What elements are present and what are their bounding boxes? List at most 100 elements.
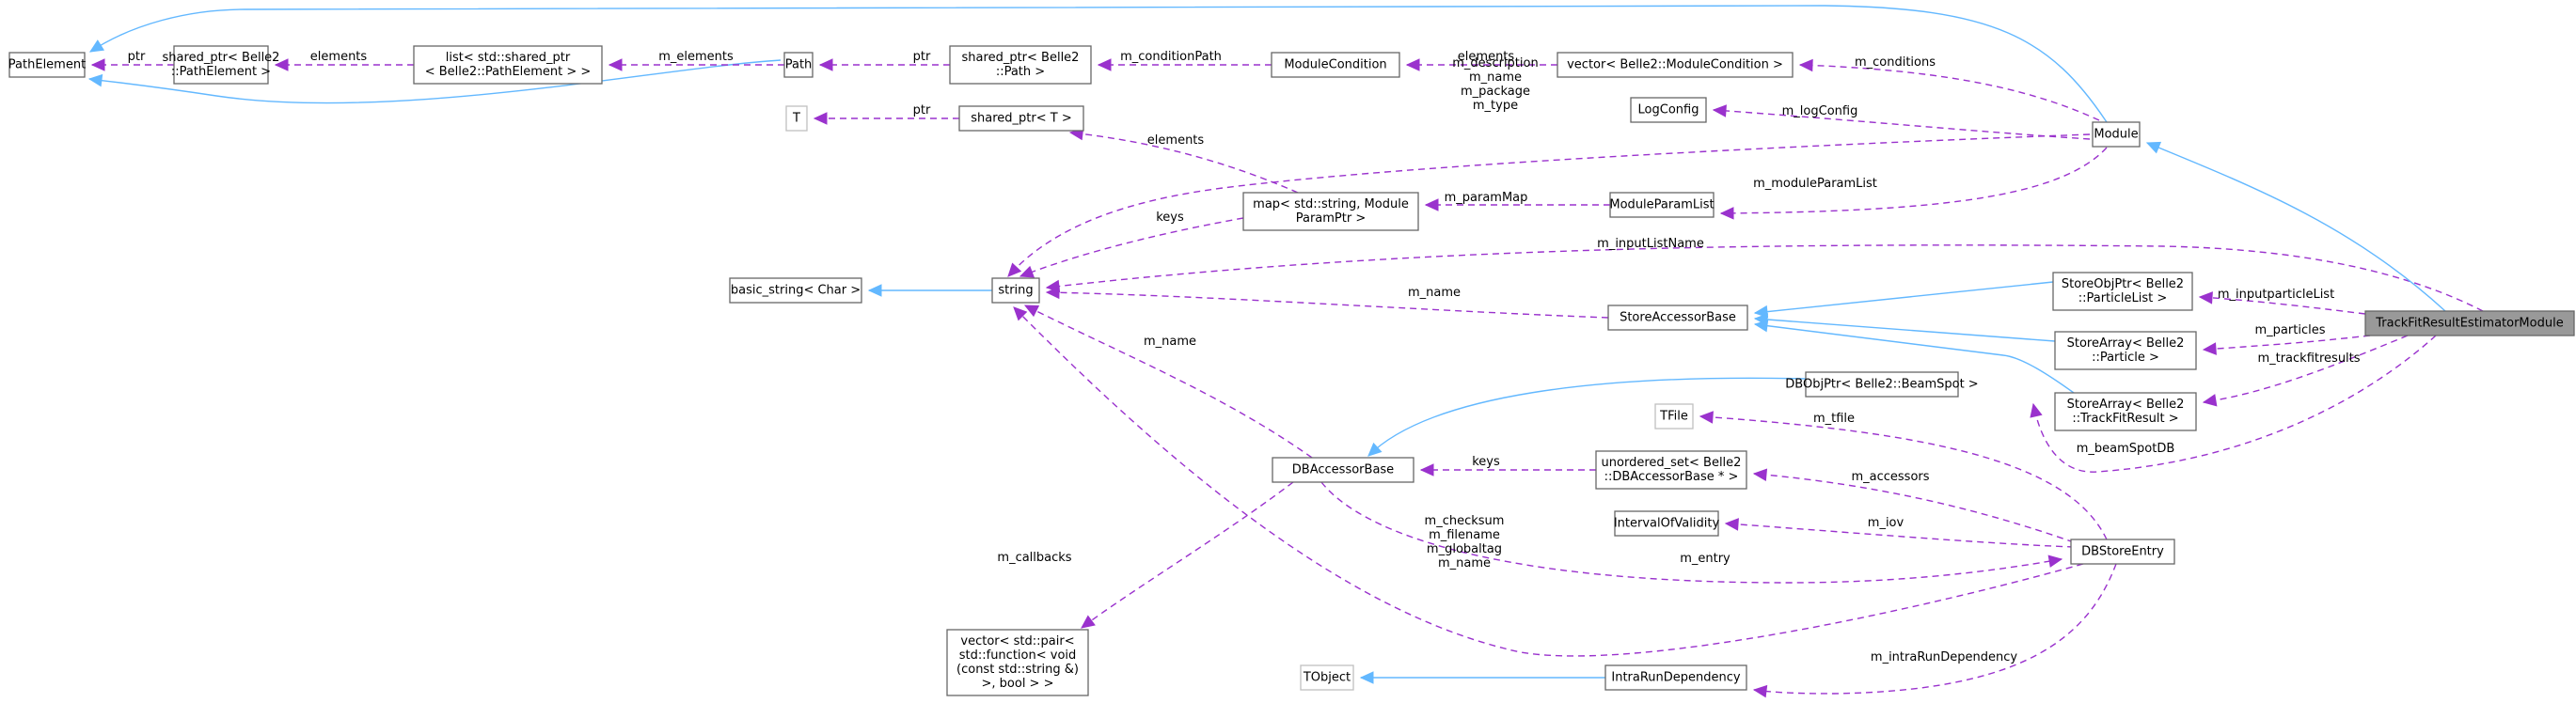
node-label: DBObjPtr< Belle2::BeamSpot > (1785, 378, 1978, 392)
class-node-storearray-p[interactable]: StoreArray< Belle2::Particle > (2054, 331, 2197, 370)
class-node-pathelement[interactable]: PathElement (8, 52, 86, 78)
inheritance-edge (1754, 323, 2075, 394)
usage-arrowhead (2202, 342, 2217, 355)
node-box (785, 105, 808, 132)
node-label: IntraRunDependency (1611, 671, 1741, 685)
edge-label: m_filename (1429, 528, 1500, 542)
class-node-sp-t[interactable]: shared_ptr< T > (958, 105, 1084, 132)
usage-arrowhead (1752, 684, 1768, 698)
node-box (2054, 392, 2197, 431)
edge-unordered_set-to-DBAccessorBase (1419, 463, 1596, 476)
node-box (2092, 121, 2141, 148)
class-node-sp-pathelement[interactable]: shared_ptr< Belle2::PathElement > (163, 45, 280, 85)
usage-arrowhead (813, 112, 828, 125)
class-node-dbstoreentry[interactable]: DBStoreEntry (2070, 539, 2175, 565)
inheritance-arrowhead (867, 284, 882, 297)
class-node-storearray-tfr[interactable]: StoreArray< Belle2::TrackFitResult > (2054, 392, 2197, 431)
node-box (2054, 331, 2197, 370)
usage-arrowhead (1007, 262, 1022, 277)
usage-edge (1007, 133, 2091, 277)
edge-label: m_beamSpotDB (2077, 442, 2175, 456)
edge-sp_T-to-T (813, 112, 959, 125)
class-node-logconfig[interactable]: LogConfig (1630, 97, 1707, 123)
usage-arrowhead (1699, 411, 1714, 424)
class-node-string[interactable]: string (991, 277, 1040, 304)
usage-edge (1725, 523, 2075, 548)
class-node-trackfitresultestimatormodule: TrackFitResultEstimatorModule (2364, 310, 2575, 336)
node-label: map< std::string, Module (1253, 197, 1409, 211)
node-box (729, 277, 862, 304)
inheritance-arrowhead (2145, 141, 2162, 154)
edge-label: ptr (913, 103, 931, 117)
edge-label: ptr (913, 50, 931, 64)
class-node-intrarundependency[interactable]: IntraRunDependency (1604, 664, 1747, 691)
edge-Module-to-vec_ModuleCondition (1798, 58, 2100, 121)
class-node-moduleparamlist[interactable]: ModuleParamList (1609, 192, 1715, 218)
class-node-tfile[interactable]: TFile (1654, 403, 1694, 430)
node-label: TObject (1303, 671, 1351, 685)
edge-label: m_tfile (1813, 412, 1855, 426)
usage-arrowhead (1019, 265, 1035, 278)
class-node-list-sp[interactable]: list< std::shared_ptr< Belle2::PathEleme… (413, 45, 603, 85)
node-label: DBAccessorBase (1292, 463, 1394, 477)
usage-arrowhead (274, 58, 289, 71)
node-label: StoreObjPtr< Belle2 (2062, 277, 2184, 291)
usage-edge (1013, 306, 2084, 657)
edge-string-to-basic_string (867, 284, 992, 297)
class-node-vec-modulecondition[interactable]: vector< Belle2::ModuleCondition > (1557, 52, 1794, 78)
class-node-storeobjptr-pl[interactable]: StoreObjPtr< Belle2::ParticleList > (2052, 272, 2193, 311)
inheritance-edge (2146, 142, 2446, 312)
edge-label: m_moduleParamList (1753, 177, 1877, 191)
node-box (1614, 510, 1719, 537)
usage-arrowhead (90, 58, 105, 71)
edge-list_sp-to-sp_PathElement (274, 58, 414, 71)
class-node-sp-path[interactable]: shared_ptr< Belle2::Path > (949, 45, 1092, 85)
usage-arrowhead (2047, 555, 2063, 568)
class-node-tobject[interactable]: TObject (1300, 664, 1354, 691)
node-label: vector< Belle2::ModuleCondition > (1567, 58, 1783, 72)
node-label: ParamPtr > (1296, 211, 1367, 226)
node-box (1630, 97, 1707, 123)
node-box (1242, 192, 1419, 231)
node-label: PathElement (8, 58, 86, 72)
usage-arrowhead (1013, 306, 1028, 321)
class-node-vec-callbacks[interactable]: vector< std::pair<std::function< void(co… (946, 629, 1089, 696)
node-label: T (792, 112, 800, 126)
edge-label: m_elements (658, 50, 734, 64)
usage-arrowhead (1798, 58, 1813, 72)
edge-label: m_conditions (1855, 55, 1936, 70)
usage-edge (2032, 335, 2437, 473)
usage-arrowhead (2030, 402, 2043, 418)
node-label: ::Path > (996, 65, 1045, 79)
class-node-intervalofvalidity[interactable]: IntervalOfValidity (1614, 510, 1720, 537)
class-node-storeaccessorbase[interactable]: StoreAccessorBase (1607, 305, 1748, 331)
edge-ModuleCondition-to-sp_Path (1097, 58, 1272, 71)
edge-label: m_entry (1680, 552, 1731, 566)
node-label: unordered_set< Belle2 (1602, 456, 1742, 470)
usage-edge (1046, 291, 1609, 319)
node-label: shared_ptr< Belle2 (163, 51, 280, 65)
class-node-path[interactable]: Path (783, 52, 814, 78)
edge-label: m_inputparticleList (2218, 288, 2334, 302)
node-label: Module (2094, 128, 2138, 142)
node-box (1272, 457, 1414, 483)
class-node-modulecondition[interactable]: ModuleCondition (1271, 52, 1400, 78)
edge-label: m_paramMap (1445, 191, 1528, 205)
usage-arrowhead (1405, 58, 1420, 71)
edge-TrackFitResultEstimatorModule-to-DBObjPtr_BS (2030, 335, 2437, 473)
class-node-dbobjptr-bs[interactable]: DBObjPtr< Belle2::BeamSpot > (1785, 371, 1979, 398)
node-label: StoreArray< Belle2 (2067, 336, 2185, 351)
edge-label: m_globaltag (1427, 542, 1502, 556)
node-box (958, 105, 1084, 132)
node-label: ::Particle > (2092, 351, 2159, 365)
edge-sp_PathElement-to-PathElement (90, 58, 174, 71)
usage-arrowhead (1045, 286, 1060, 300)
edge-Path-to-list_sp (608, 58, 784, 71)
class-node-unordered-set[interactable]: unordered_set< Belle2::DBAccessorBase * … (1595, 450, 1747, 490)
class-node-t[interactable]: T (785, 105, 808, 132)
class-node-dbaccessorbase[interactable]: DBAccessorBase (1272, 457, 1414, 483)
node-label: vector< std::pair< (960, 634, 1074, 648)
class-node-basic-string[interactable]: basic_string< Char > (729, 277, 862, 304)
class-node-module[interactable]: Module (2092, 121, 2141, 148)
